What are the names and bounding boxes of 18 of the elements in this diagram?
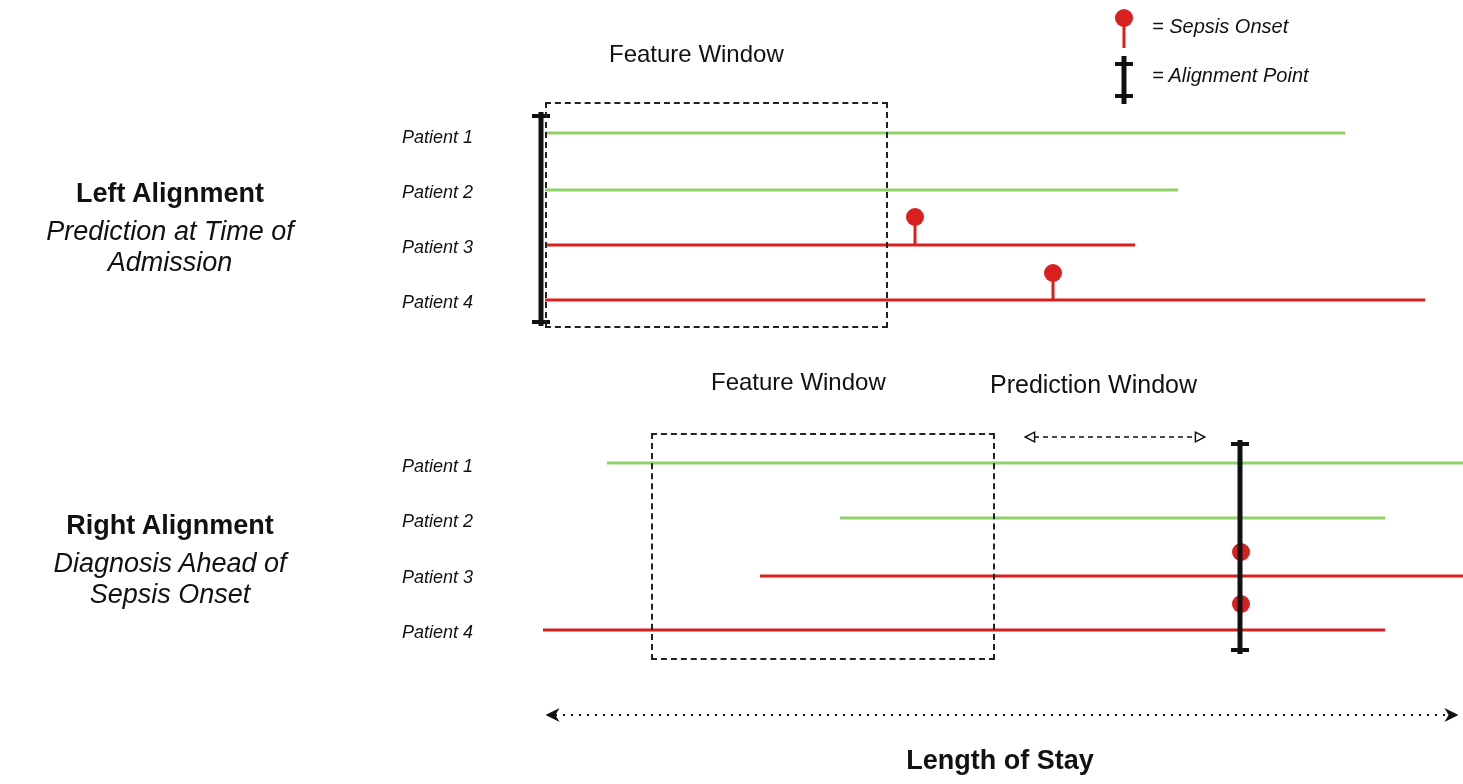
patient-label: Patient 3 — [402, 237, 474, 258]
section-heading: Left Alignment — [75, 178, 265, 209]
section-subtitle: Diagnosis Ahead of Sepsis Onset — [52, 548, 290, 610]
window-title: Feature Window — [609, 40, 784, 68]
patient-label: Patient 3 — [402, 567, 474, 588]
patient-label: Patient 1 — [402, 127, 474, 148]
patient-label: Patient 1 — [402, 456, 474, 477]
window-title: Prediction Window — [990, 370, 1198, 399]
patient-label: Patient 4 — [402, 622, 474, 643]
section-heading: Right Alignment — [65, 510, 275, 541]
section-subtitle: Prediction at Time of Admission — [45, 216, 297, 278]
patient-label: Patient 4 — [402, 292, 474, 313]
axis-title: Length of Stay — [905, 745, 1095, 776]
legend-text: = Sepsis Onset — [1152, 15, 1289, 38]
legend-text: = Alignment Point — [1152, 64, 1309, 87]
patient-label: Patient 2 — [402, 511, 474, 532]
window-title: Feature Window — [711, 368, 886, 396]
patient-label: Patient 2 — [402, 182, 474, 203]
